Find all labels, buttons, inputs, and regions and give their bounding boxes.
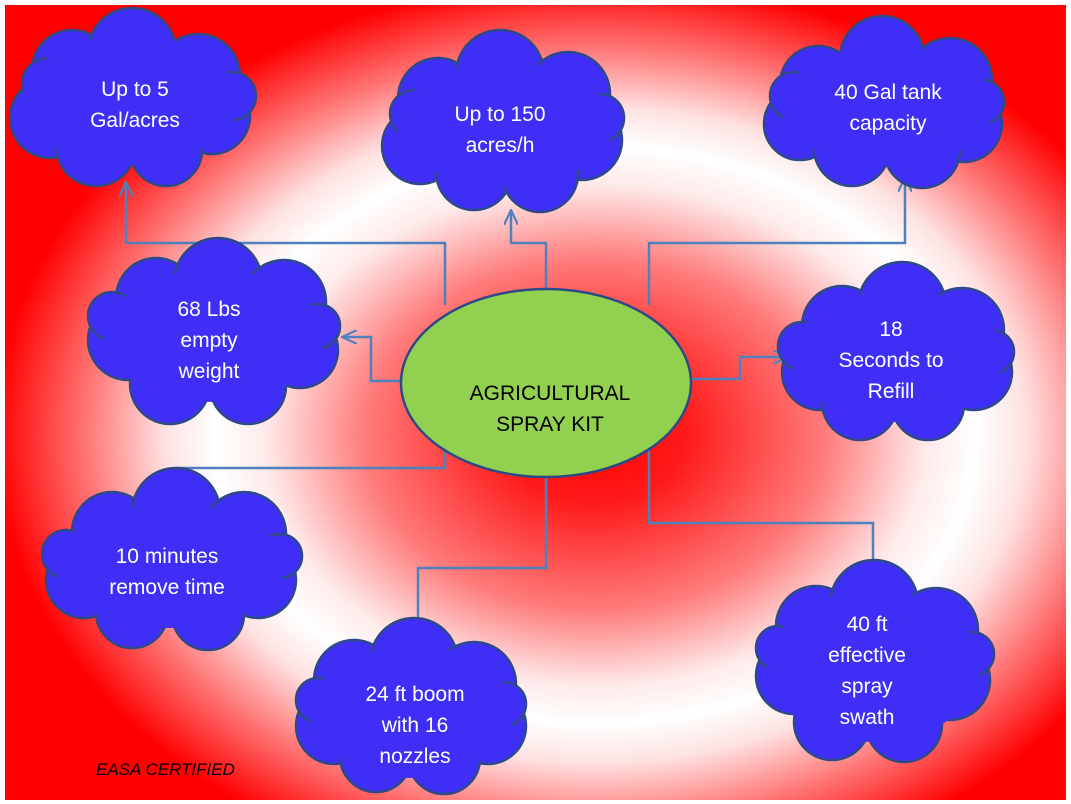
cloud-line: swath xyxy=(839,706,895,729)
cloud-boom xyxy=(294,616,528,796)
certification-note: EASA CERTIFIED xyxy=(96,760,235,779)
cloud-tank xyxy=(762,14,1006,190)
cloud-tank-text: 40 Gal tank capacity xyxy=(788,63,988,153)
cloud-remove-text: 10 minutes remove time xyxy=(67,532,267,612)
connector-speed xyxy=(511,211,548,288)
center-title-line: SPRAY KIT xyxy=(496,413,604,436)
cloud-weight-text: 68 Lbs empty weight xyxy=(109,290,309,390)
cloud-line: Refill xyxy=(867,379,915,403)
cloud-line: 40 Gal tank xyxy=(834,81,942,104)
cloud-swath-text: 40 ft effective spray swath xyxy=(767,603,967,739)
connector-coverage xyxy=(126,183,447,305)
center-title-line: AGRICULTURAL xyxy=(469,382,631,405)
cloud-line: 40 ft xyxy=(846,613,888,636)
cloud-line: 18 xyxy=(879,317,903,341)
center-ellipse xyxy=(399,287,693,479)
cloud-swath xyxy=(754,558,996,764)
cloud-line: Seconds to xyxy=(838,348,944,372)
connector-tank xyxy=(647,178,905,305)
cloud-remove xyxy=(40,466,304,652)
cloud-line: remove time xyxy=(109,576,225,599)
cloud-weight xyxy=(86,236,342,426)
slide-canvas: AGRICULTURAL SPRAY KIT Up to 5 Gal/acres… xyxy=(5,5,1066,800)
cloud-boom-text: 24 ft boom with 16 nozzles xyxy=(315,675,515,775)
cloud-speed xyxy=(380,28,626,214)
cloud-line: Up to 150 xyxy=(454,103,546,126)
cloud-line: 24 ft boom xyxy=(365,682,465,706)
cloud-line: empty xyxy=(180,328,238,352)
cloud-line: spray xyxy=(841,675,893,698)
connectors xyxy=(126,178,905,652)
cloud-line: capacity xyxy=(849,112,927,135)
cloud-line: acres/h xyxy=(465,134,535,157)
cloud-line: effective xyxy=(828,644,906,667)
connector-refill xyxy=(690,357,787,381)
connector-weight xyxy=(343,337,403,383)
cloud-line: 68 Lbs xyxy=(177,297,241,321)
cloud-refill-text: 18 Seconds to Refill xyxy=(791,310,991,410)
cloud-line: with 16 xyxy=(381,713,449,737)
cloud-coverage xyxy=(8,6,258,188)
diagram xyxy=(8,6,1016,796)
cloud-line: weight xyxy=(178,359,240,383)
cloud-speed-text: Up to 150 acres/h xyxy=(400,85,600,175)
cloud-line: Up to 5 xyxy=(101,78,169,101)
cloud-coverage-text: Up to 5 Gal/acres xyxy=(35,55,235,155)
connector-boom xyxy=(418,478,548,652)
center-title: AGRICULTURAL SPRAY KIT xyxy=(405,343,695,475)
cloud-line: 10 minutes xyxy=(115,545,219,568)
cloud-refill xyxy=(776,260,1016,442)
cloud-line: nozzles xyxy=(379,744,451,768)
cloud-line: Gal/acres xyxy=(90,109,180,132)
